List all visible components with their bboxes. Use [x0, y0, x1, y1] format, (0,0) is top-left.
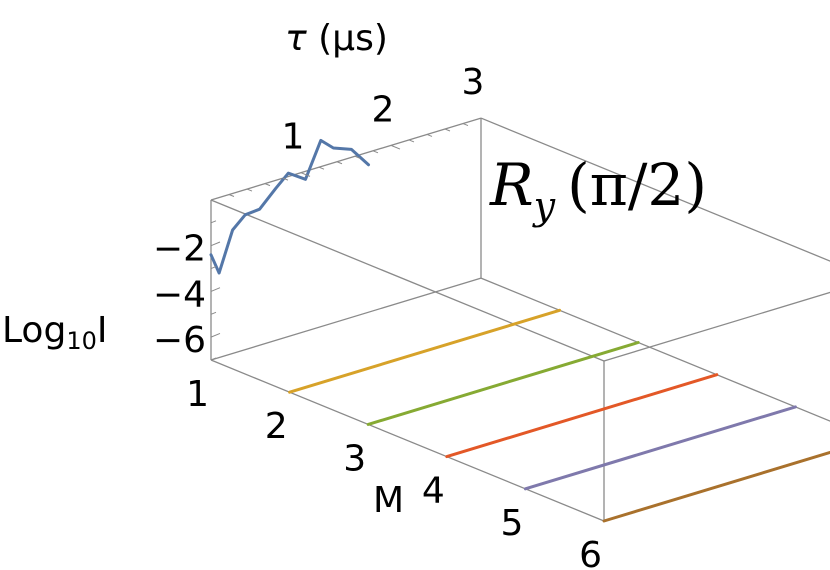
tau-tick-mark [426, 133, 433, 137]
tau-tick-mark [336, 161, 343, 165]
series-line-m3 [366, 341, 640, 426]
gate-annotation: Ry(π/2) [489, 151, 707, 228]
z-tick-mark [210, 311, 217, 315]
plot-box [210, 117, 830, 522]
tau-tick-mark [444, 128, 451, 132]
box-edge [210, 277, 482, 361]
tau-tick-mark [282, 177, 289, 181]
z-tick-mark [210, 332, 221, 338]
x-axis-title: M [373, 480, 404, 521]
box-edge [210, 359, 605, 522]
tau-tick-mark [372, 150, 379, 154]
tau-tick-mark [318, 166, 325, 170]
z-axis-title: Log10I [2, 310, 107, 355]
z-tick-label: −6 [153, 320, 206, 361]
tau-tick-mark [228, 194, 235, 197]
series-line-m1 [209, 138, 370, 275]
x-tick-label: 6 [579, 535, 602, 570]
x-tick-label: 3 [343, 438, 366, 479]
tau-tick-mark [354, 155, 361, 159]
z-tick-mark [210, 241, 221, 247]
z-tick-label: −2 [153, 229, 206, 270]
series-line-m5 [523, 405, 797, 491]
tau-tick-mark [462, 123, 469, 127]
series-line-m6 [602, 450, 830, 523]
series-layer [209, 138, 830, 523]
box-edge [480, 277, 830, 422]
z-tick-mark [210, 357, 217, 361]
tau-tick-mark [390, 144, 401, 150]
x-tick-label: 5 [500, 503, 523, 544]
series-line-m2 [288, 308, 562, 394]
box-edge [210, 117, 482, 201]
tau-tick-label: 3 [462, 62, 485, 103]
tau-tick-label: 2 [372, 89, 395, 130]
tau-tick-mark [408, 139, 415, 143]
tau-tick-label: 1 [282, 117, 305, 158]
series-line-m4 [445, 373, 719, 459]
x-tick-label: 2 [265, 406, 288, 447]
tau-tick-mark [300, 172, 311, 177]
x-tick-label: 1 [186, 374, 209, 415]
z-tick-label: −4 [153, 274, 206, 315]
z-tick-mark [210, 287, 221, 292]
z-tick-mark [210, 220, 217, 224]
tau-tick-mark [246, 188, 253, 192]
box-edge [480, 117, 830, 262]
x-tick-label: 4 [422, 471, 445, 512]
tick-labels: 1 2 3 4 5 6 1 2 3 −2−4 −6 [153, 62, 602, 570]
box-edge [603, 291, 830, 362]
box-edge [603, 451, 830, 522]
z-tick-mark [210, 266, 217, 270]
box-edge [210, 199, 605, 362]
tau-tick-mark [264, 183, 271, 187]
y-axis-title: τ (μs) [285, 18, 388, 59]
